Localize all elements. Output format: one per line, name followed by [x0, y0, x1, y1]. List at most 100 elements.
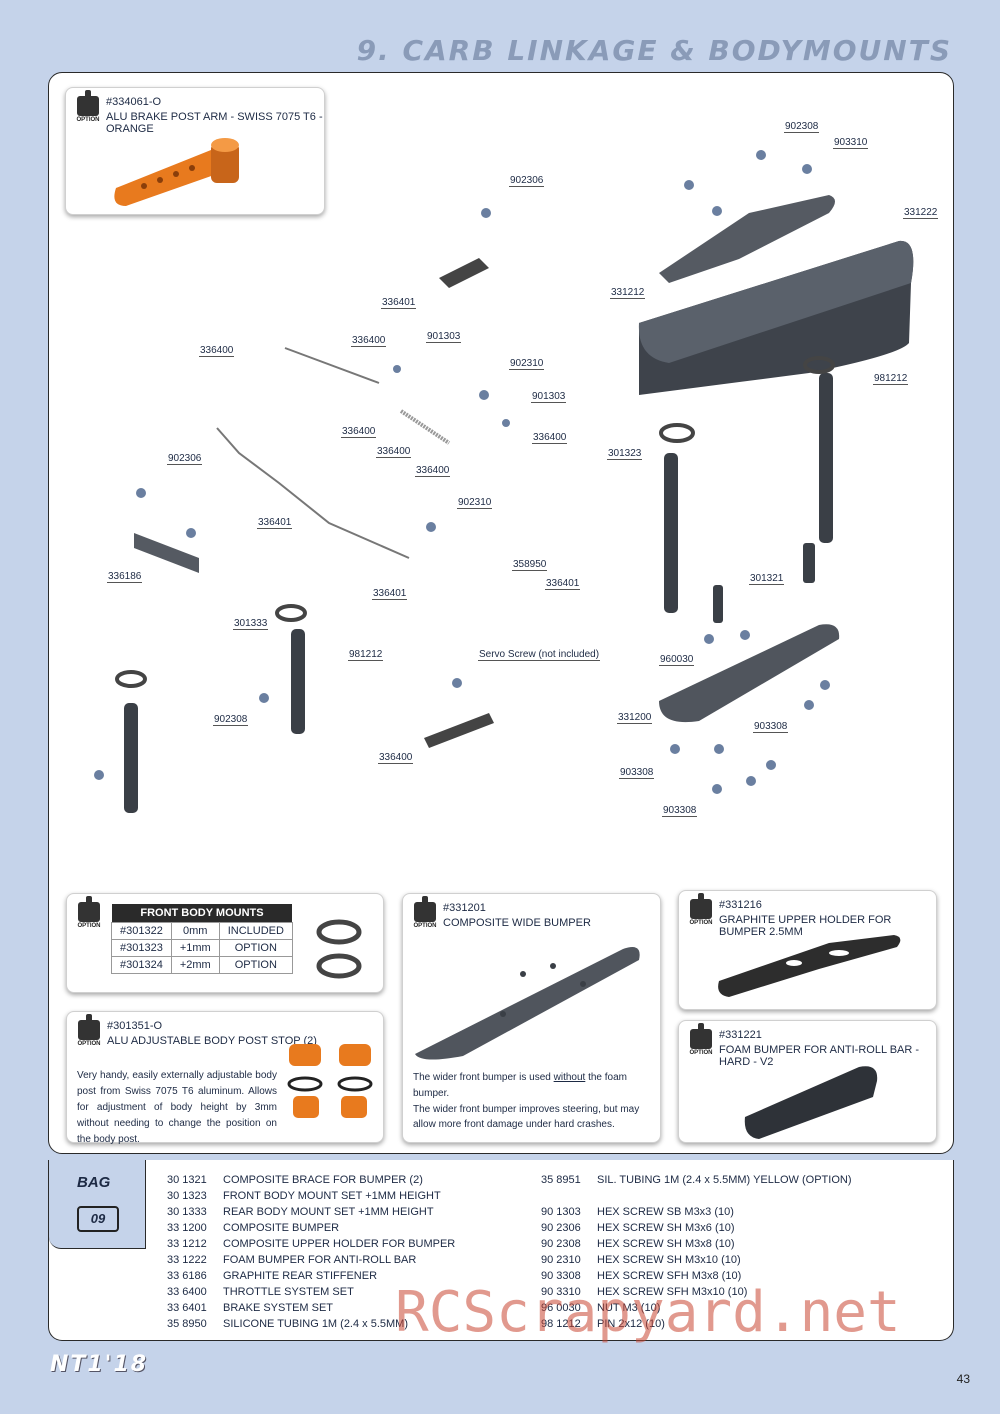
- body-post-301333: [291, 629, 305, 734]
- part-label: 901303: [426, 331, 462, 343]
- screws: [94, 150, 830, 794]
- spring: [399, 409, 451, 445]
- part-label: 336401: [381, 297, 417, 309]
- bag-box: BAG 09: [49, 1160, 146, 1249]
- post-960030: [713, 585, 723, 623]
- part-label: 336401: [257, 517, 293, 529]
- part-label: 981212: [348, 649, 384, 661]
- body-post-301321: [803, 543, 815, 583]
- part-label: 336400: [532, 432, 568, 444]
- upper-holder-shape: [659, 195, 835, 283]
- body-post-stop-description: Very handy, easily externally adjustable…: [77, 1070, 277, 1145]
- part-label: 336186: [107, 571, 143, 583]
- wide-bumper-note-1: The wider front bumper is used without t…: [413, 1072, 628, 1099]
- option-thumb-icon: OPTION: [74, 90, 102, 123]
- part-label: 903308: [753, 721, 789, 733]
- part-label: 902310: [457, 497, 493, 509]
- body-post-right: [819, 373, 833, 543]
- option-number: #331201: [443, 902, 486, 914]
- option-title: ALU ADJUSTABLE BODY POST STOP (2): [107, 1035, 317, 1047]
- graphite-holder-image: [718, 935, 901, 997]
- page-title: 9. CARB LINKAGE & BODYMOUNTS: [356, 34, 952, 67]
- bag-label: BAG: [77, 1174, 111, 1191]
- option-number: #334061-O: [106, 96, 162, 108]
- bag-number: 09: [77, 1206, 119, 1232]
- body-post-stop-callout: OPTION #301351-O ALU ADJUSTABLE BODY POS…: [66, 1011, 384, 1145]
- stiffener-336186: [134, 533, 199, 573]
- option-number: #331221: [719, 1029, 762, 1041]
- part-label: 902306: [167, 453, 203, 465]
- foam-bumper-image: [744, 1066, 878, 1139]
- front-bumper-plate: [659, 624, 840, 723]
- option-number: #331216: [719, 899, 762, 911]
- watermark: RCScrapyard.net: [395, 1280, 901, 1345]
- part-label: 903308: [662, 805, 698, 817]
- part-label: 336400: [415, 465, 451, 477]
- graphite-holder-callout: OPTION #331216 GRAPHITE UPPER HOLDER FOR…: [678, 890, 937, 1010]
- part-label: 358950: [512, 559, 548, 571]
- ring: [659, 423, 695, 443]
- footer-logo: NT1'18: [50, 1352, 149, 1377]
- option-thumb-icon: OPTION: [687, 893, 715, 926]
- option-title: GRAPHITE UPPER HOLDER FOR BUMPER 2.5MM: [719, 914, 892, 938]
- option-title: ALU BRAKE POST ARM - SWISS 7075 T6 - ORA…: [106, 111, 323, 135]
- ring: [115, 670, 147, 688]
- part-label: 331222: [903, 207, 939, 219]
- ring: [275, 604, 307, 622]
- part-label: Servo Screw (not included): [478, 649, 601, 661]
- option-thumb-icon: OPTION: [75, 1014, 103, 1047]
- wide-bumper-image: [415, 947, 640, 1060]
- option-title: FOAM BUMPER FOR ANTI-ROLL BAR - HARD - V…: [719, 1044, 920, 1068]
- foam-bumper-callout: OPTION #331221 FOAM BUMPER FOR ANTI-ROLL…: [678, 1020, 937, 1143]
- ring: [803, 356, 835, 374]
- body-post-301323: [664, 453, 678, 613]
- part-label: 336400: [351, 335, 387, 347]
- part-label: 902306: [509, 175, 545, 187]
- exploded-diagram: [94, 150, 914, 813]
- orange-post-stops-image: [287, 1044, 373, 1118]
- brake-arm-option-callout: OPTION #334061-O ALU BRAKE POST ARM - SW…: [65, 87, 325, 215]
- option-thumb-icon: OPTION: [411, 896, 439, 929]
- part-label: 331200: [617, 712, 653, 724]
- brake-arm-336401: [439, 258, 489, 288]
- part-label: 902310: [509, 358, 545, 370]
- servo-horn-336400: [424, 713, 494, 748]
- part-label: 902308: [213, 714, 249, 726]
- part-label: 981212: [873, 373, 909, 385]
- option-thumb-icon: OPTION: [687, 1023, 715, 1056]
- part-label: 902308: [784, 121, 820, 133]
- option-thumb-icon: OPTION: [75, 896, 103, 929]
- body-post-left: [124, 703, 138, 813]
- part-label: 301321: [749, 573, 785, 585]
- wide-bumper-note-2: The wider front bumper improves steering…: [413, 1104, 640, 1130]
- option-title: COMPOSITE WIDE BUMPER: [443, 917, 591, 929]
- part-label: 336400: [378, 752, 414, 764]
- part-label: 960030: [659, 654, 695, 666]
- table-header: FRONT BODY MOUNTS: [111, 904, 293, 923]
- part-label: 901303: [531, 391, 567, 403]
- wide-bumper-callout: OPTION #331201 COMPOSITE WIDE BUMPER The…: [402, 893, 661, 1143]
- part-label: 331212: [610, 287, 646, 299]
